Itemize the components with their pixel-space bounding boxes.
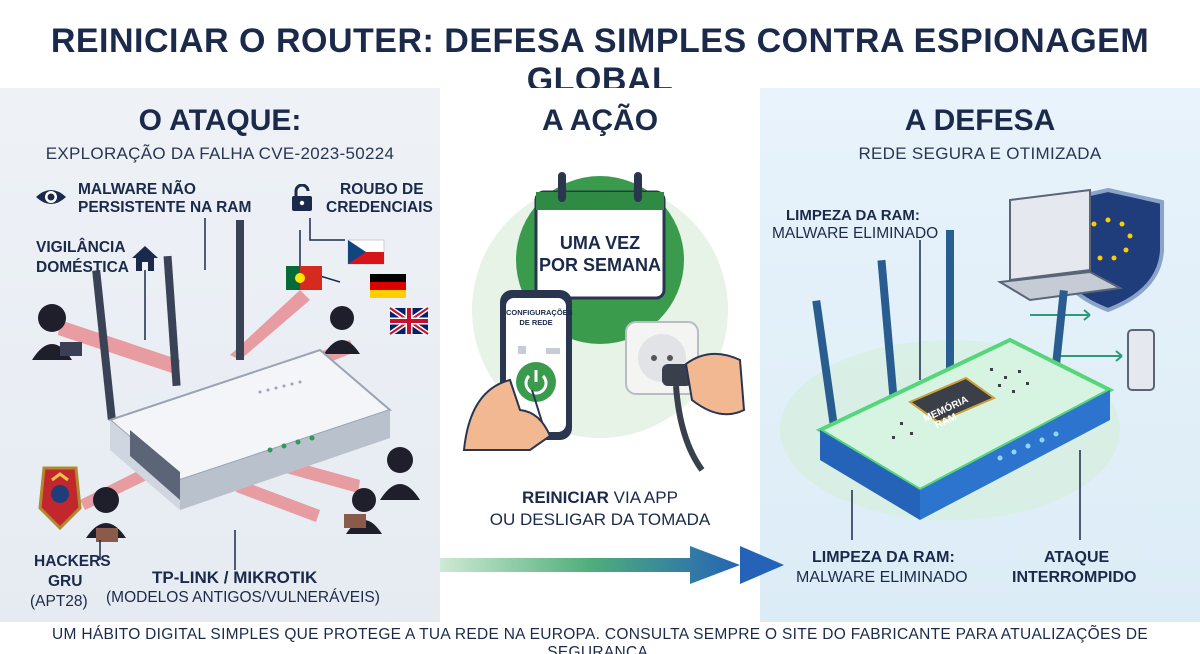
credentials-label-1: ROUBO DE: [340, 181, 424, 198]
calendar-line-1: UMA VEZ: [559, 233, 641, 253]
defense-heading: A DEFESA: [904, 104, 1056, 137]
secure-router: [812, 230, 1115, 520]
credentials-label-2: CREDENCIAIS: [326, 199, 433, 216]
router-label-1: TP-LINK / MIKROTIK: [152, 568, 318, 587]
action-caption-rest: VIA APP: [608, 488, 678, 507]
eye-icon: [36, 190, 66, 204]
flag-portugal: [286, 266, 322, 290]
defense-subheading: REDE SEGURA E OTIMIZADA: [858, 144, 1102, 163]
action-caption-bold: REINICIAR: [522, 488, 609, 507]
flag-germany: [370, 274, 406, 298]
flag-czech: [347, 239, 385, 265]
attack-heading: O ATAQUE:: [138, 104, 302, 137]
transition-arrows: [440, 546, 784, 584]
hackers-label-1: HACKERS: [34, 553, 111, 570]
attack-stopped-label-1: ATAQUE: [1044, 549, 1110, 566]
surveillance-label-1: VIGILÂNCIA: [36, 239, 126, 256]
power-icon: [524, 370, 548, 395]
laptop-icon: [996, 188, 1124, 302]
malware-label-2: PERSISTENTE NA RAM: [78, 199, 252, 216]
attack-stopped-label-2: INTERROMPIDO: [1012, 569, 1137, 586]
phone-icon: [500, 290, 572, 440]
defense-bottom-label-1: LIMPEZA DA RAM:: [812, 549, 955, 566]
defense-bottom-label-2: MALWARE ELIMINADO: [796, 569, 968, 586]
action-caption-2: OU DESLIGAR DA TOMADA: [489, 510, 711, 529]
action-caption-1: REINICIAR VIA APP: [440, 488, 760, 508]
lock-icon: [292, 184, 312, 211]
defense-top-label-1: LIMPEZA DA RAM:: [786, 207, 920, 224]
defense-illustration: [780, 187, 1164, 540]
action-illustration: [462, 172, 746, 472]
action-heading: A AÇÃO: [541, 104, 659, 137]
calendar-icon: [534, 172, 666, 300]
phone-label-1: CONFIGURAÇÕES: [506, 308, 573, 317]
vulnerable-router: [92, 220, 392, 510]
footer-note: UM HÁBITO DIGITAL SIMPLES QUE PROTEGE A …: [52, 626, 1148, 654]
surveillance-label-2: DOMÉSTICA: [36, 259, 129, 276]
phone-icon-right: [1127, 329, 1155, 391]
page-title: REINICIAR O ROUTER: DEFESA SIMPLES CONTR…: [50, 22, 1150, 99]
attack-subheading: EXPLORAÇÃO DA FALHA CVE-2023-50224: [45, 144, 395, 163]
malware-label-1: MALWARE NÃO: [78, 181, 196, 198]
house-icon: [132, 246, 158, 271]
attack-illustration: [32, 218, 430, 570]
phone-label-2: DE REDE: [519, 318, 553, 327]
defense-top-label-2: MALWARE ELIMINADO: [772, 225, 939, 242]
hackers-label-2: GRU: [48, 573, 83, 590]
gru-emblem: [38, 466, 82, 531]
hackers-label-3: (APT28): [30, 593, 88, 610]
flag-uk: [388, 305, 430, 337]
router-label-2: (MODELOS ANTIGOS/VULNERÁVEIS): [106, 589, 380, 606]
calendar-line-2: POR SEMANA: [538, 255, 661, 275]
plug-icon: [662, 364, 705, 472]
